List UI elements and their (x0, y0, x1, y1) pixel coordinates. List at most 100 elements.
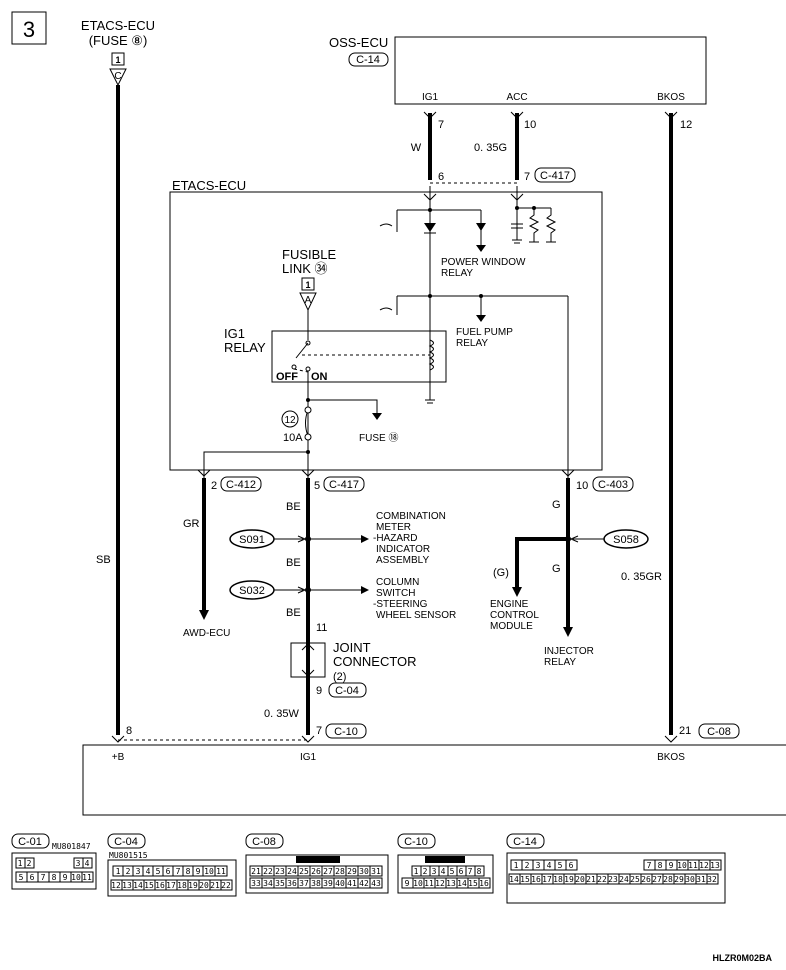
bottom-label-bkos: BKOS (657, 752, 685, 763)
joint-connector-l2: CONNECTOR (333, 654, 417, 669)
c08-label: C-08 (707, 726, 731, 738)
svg-text:10: 10 (413, 879, 423, 888)
svg-text:25: 25 (630, 875, 640, 884)
svg-text:2: 2 (423, 867, 428, 876)
c04-face-badge (107, 833, 146, 849)
svg-text:20: 20 (575, 875, 585, 884)
svg-text:5: 5 (19, 873, 24, 882)
svg-text:14: 14 (457, 879, 467, 888)
joint-pin-in: 11 (316, 622, 327, 634)
svg-text:18: 18 (553, 875, 563, 884)
svg-text:31: 31 (371, 867, 381, 876)
combo-meter-l3: -HAZARD (373, 533, 417, 544)
engine-control-l3: MODULE (490, 621, 533, 632)
svg-text:11: 11 (688, 861, 698, 870)
relay-contact-top (305, 340, 311, 346)
splice-s058-label: S058 (613, 534, 639, 546)
svg-text:7: 7 (647, 861, 652, 870)
arrow-acc-top (510, 111, 524, 119)
arrow-bkos-bottom (664, 735, 678, 743)
relay-off-dash (293, 368, 309, 373)
svg-text:5: 5 (156, 867, 161, 876)
svg-text:2: 2 (126, 867, 131, 876)
svg-text:29: 29 (347, 867, 357, 876)
svg-text:5: 5 (558, 861, 563, 870)
svg-text:15: 15 (144, 881, 154, 890)
svg-text:4: 4 (146, 867, 151, 876)
relay-coil-icon (428, 339, 434, 371)
engine-control-l1: ENGINE (490, 599, 529, 610)
c14-face-badge (506, 833, 545, 849)
fuel-pump-relay-l2: RELAY (456, 338, 488, 349)
combo-meter-l1: COMBINATION (376, 511, 446, 522)
wire-color-sb: SB (96, 554, 111, 566)
c403-label: C-403 (598, 479, 628, 491)
svg-text:3: 3 (76, 859, 81, 868)
svg-text:27: 27 (323, 867, 333, 876)
fusible-term-num: 1 (305, 280, 310, 290)
svg-text:28: 28 (663, 875, 673, 884)
diode-pw-icon (476, 223, 486, 231)
svg-text:3: 3 (136, 867, 141, 876)
arrow-awd-ecu (199, 610, 209, 620)
svg-text:28: 28 (335, 867, 345, 876)
joint-arrow-top (301, 643, 315, 651)
etacs-pin-7: 7 (524, 171, 530, 183)
oss-pin-num-bkos: 12 (680, 119, 692, 131)
svg-text:23: 23 (608, 875, 618, 884)
svg-text:3: 3 (536, 861, 541, 870)
fuse12-rating: 10A (283, 432, 303, 444)
svg-text:15: 15 (468, 879, 478, 888)
oss-ecu-connector: C-14 (356, 54, 380, 66)
svg-text:20: 20 (199, 881, 209, 890)
svg-text:6: 6 (569, 861, 574, 870)
splice-s032-label: S032 (239, 585, 265, 597)
c14-face-name: C-14 (513, 836, 537, 848)
pwr-window-wave (379, 223, 393, 227)
relay-off-label: OFF (276, 371, 298, 383)
c04-pins: 1 2 3 4 5 6 7 8 9 10 11 12 13 14 15 16 1… (110, 865, 233, 891)
engine-control-l2: CONTROL (490, 610, 539, 621)
arrow-fuse18 (372, 413, 382, 420)
bottom-pin-bkos: 21 (679, 725, 691, 737)
c01-face (11, 852, 97, 890)
svg-text:5: 5 (450, 867, 455, 876)
wire-color-035w: 0. 35W (264, 708, 299, 720)
main-pin: 5 (314, 480, 320, 492)
svg-text:9: 9 (669, 861, 674, 870)
fusible-link-l2: LINK ㉞ (282, 261, 328, 276)
oss-ecu-pin-acc: ACC (506, 92, 527, 103)
svg-text:6: 6 (459, 867, 464, 876)
c01-face-badge (11, 833, 50, 849)
oss-ecu-pin-bkos: BKOS (657, 92, 685, 103)
joint-node (306, 658, 310, 662)
svg-text:19: 19 (188, 881, 198, 890)
ig1-relay-box (271, 330, 447, 383)
arrow-awd-out (197, 469, 211, 477)
etacs-ecu-box (169, 191, 603, 471)
arrow-ig1-inner (423, 193, 437, 201)
c04-label: C-04 (335, 685, 359, 697)
svg-text:12: 12 (111, 881, 121, 890)
etacs-fuse-term-letter: C (114, 71, 121, 82)
power-window-relay-l2: RELAY (441, 268, 473, 279)
c417-bottom-label: C-417 (329, 479, 359, 491)
svg-text:8: 8 (52, 873, 57, 882)
c14-pins: 1 2 3 4 5 6 7 8 9 10 11 12 13 14 15 16 1… (508, 859, 722, 885)
oss-ecu-box (394, 36, 707, 105)
svg-text:43: 43 (371, 879, 381, 888)
ig1-relay-l2: RELAY (224, 340, 266, 355)
etacs-fuse-term-num: 1 (115, 55, 120, 65)
svg-text:32: 32 (707, 875, 717, 884)
fusible-link-l1: FUSIBLE (282, 247, 337, 262)
svg-text:23: 23 (275, 867, 285, 876)
page-number-box (11, 11, 47, 45)
column-switch-l3: -STEERING (373, 599, 428, 610)
svg-text:29: 29 (674, 875, 684, 884)
svg-text:36: 36 (287, 879, 297, 888)
bottom-ecu-box (82, 744, 786, 816)
arrow-engine-control (512, 587, 522, 597)
arrow-main-out (301, 469, 315, 477)
svg-text:21: 21 (210, 881, 220, 890)
svg-text:4: 4 (547, 861, 552, 870)
